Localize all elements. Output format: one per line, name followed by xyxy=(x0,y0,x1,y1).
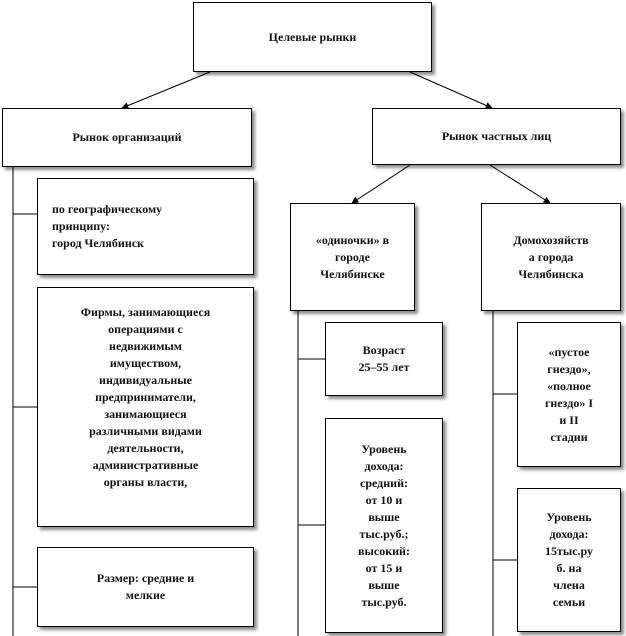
node-households: Домохозяйств а города Челябинска xyxy=(481,203,621,311)
node-singles-age: Возраст 25–55 лет xyxy=(325,322,443,396)
geo-principle-label: по географическому принципу: город Челяб… xyxy=(52,202,163,250)
node-organizations-market: Рынок организаций xyxy=(2,108,252,167)
arrow-private-to-singles xyxy=(351,164,411,204)
node-private-market: Рынок частных лиц xyxy=(372,108,621,165)
root-node-target-markets: Целевые рынки xyxy=(193,2,432,72)
singles-label: «одиночки» в городе Челябинске xyxy=(315,232,390,281)
organizations-market-label: Рынок организаций xyxy=(72,130,182,144)
singles-income-label: Уровень дохода: средний: от 10 и выше ты… xyxy=(358,441,410,609)
households-nest-label: «пустое гнездо», «полное гнездо» I и II … xyxy=(544,344,594,444)
node-households-income: Уровень дохода: 15тыс.ру б. на члена сем… xyxy=(517,488,621,632)
households-income-label: Уровень дохода: 15тыс.ру б. на члена сем… xyxy=(544,510,594,609)
node-households-nest: «пустое гнездо», «полное гнездо» I и II … xyxy=(517,322,621,467)
node-firms: Фирмы, занимающиеся операциями с недвижи… xyxy=(37,287,254,527)
singles-age-label: Возраст 25–55 лет xyxy=(358,343,410,374)
firms-label: Фирмы, занимающиеся операциями с недвижи… xyxy=(80,305,211,489)
root-node-label: Целевые рынки xyxy=(268,29,357,44)
node-geo-principle: по географическому принципу: город Челяб… xyxy=(37,178,254,275)
households-label: Домохозяйств а города Челябинска xyxy=(513,232,589,281)
node-singles: «одиночки» в городе Челябинске xyxy=(290,203,415,311)
node-singles-income: Уровень дохода: средний: от 10 и выше ты… xyxy=(325,418,443,633)
arrow-root-to-private xyxy=(409,71,493,109)
node-size: Размер: средние и мелкие xyxy=(37,547,254,627)
size-label: Размер: средние и мелкие xyxy=(96,571,195,602)
private-market-label: Рынок частных лиц xyxy=(441,129,552,143)
arrow-root-to-organizations xyxy=(121,71,211,109)
arrow-private-to-households xyxy=(489,164,551,204)
